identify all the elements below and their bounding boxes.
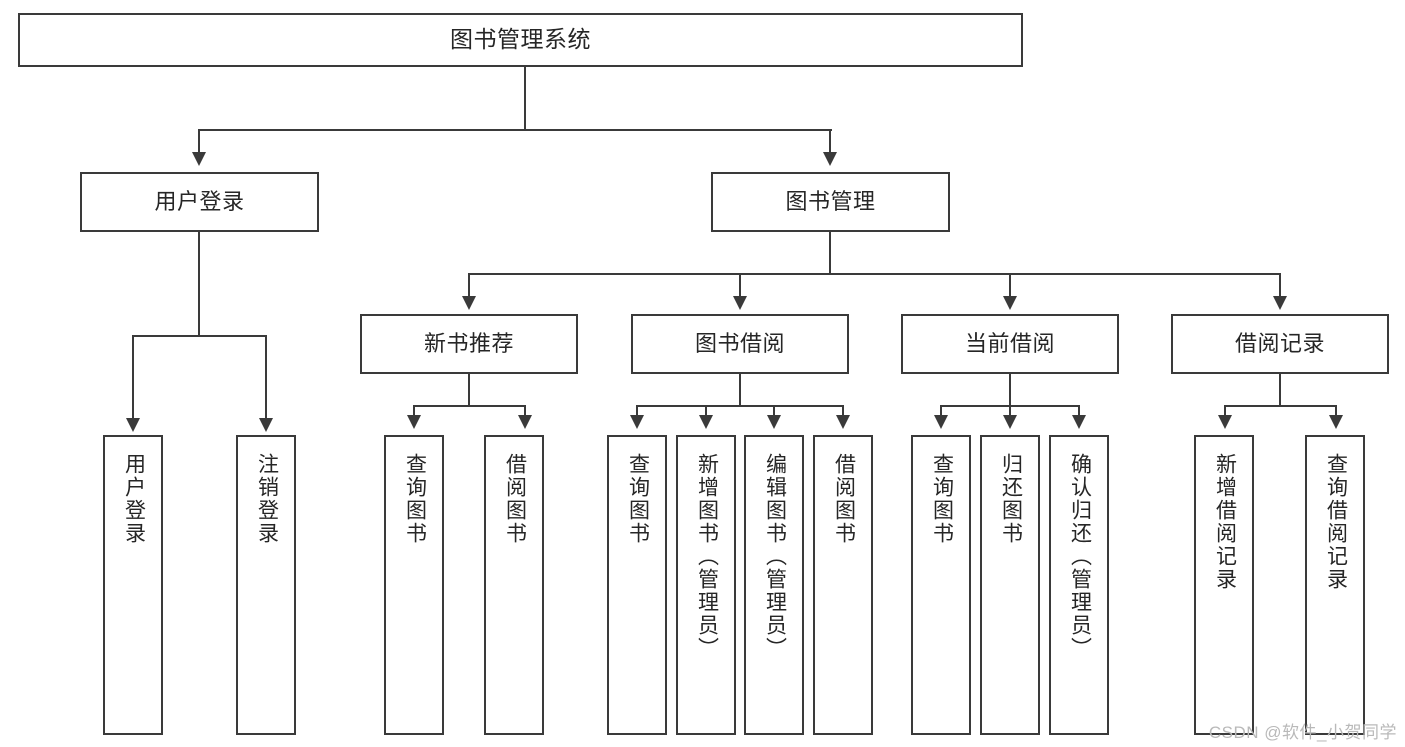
node-label: 查询借阅记录: [1324, 453, 1348, 591]
arrowhead-leaf-add-record: [1218, 415, 1232, 429]
node-label: 借阅图书: [832, 453, 856, 545]
arrowhead-new-book: [462, 296, 476, 310]
node-label: 用户登录: [122, 453, 146, 545]
connector-new-book-bus: [413, 405, 525, 407]
connector-to-current-borrow: [1009, 273, 1011, 298]
node-label: 查询图书: [403, 453, 427, 545]
node-label: 编辑图书（管理员）: [763, 453, 787, 660]
arrowhead-leaf-query-book-2: [630, 415, 644, 429]
node-label: 图书借阅: [694, 330, 785, 356]
node-label: 用户登录: [154, 188, 245, 214]
node-label: 当前借阅: [964, 330, 1055, 356]
connector-borrow-record-drop-1: [1224, 405, 1226, 417]
leaf-query-borrow-record[interactable]: 查询借阅记录: [1305, 435, 1365, 735]
connector-current-borrow-drop-1: [940, 405, 942, 417]
arrowhead-borrow-record: [1273, 296, 1287, 310]
connector-new-book-drop-1: [413, 405, 415, 417]
leaf-confirm-return-admin[interactable]: 确认归还（管理员）: [1049, 435, 1109, 735]
connector-book-borrow-drop-3: [773, 405, 775, 417]
node-label: 新书推荐: [423, 330, 514, 356]
leaf-edit-book-admin[interactable]: 编辑图书（管理员）: [744, 435, 804, 735]
leaf-query-book-borrow[interactable]: 查询图书: [607, 435, 667, 735]
connector-new-book-drop-2: [524, 405, 526, 417]
arrowhead-leaf-edit-book: [767, 415, 781, 429]
arrowhead-leaf-add-book: [699, 415, 713, 429]
connector-user-login-drop-2: [265, 335, 267, 420]
arrowhead-leaf-logout: [259, 418, 273, 432]
node-label: 确认归还（管理员）: [1068, 453, 1092, 660]
arrowhead-current-borrow: [1003, 296, 1017, 310]
leaf-query-book-current[interactable]: 查询图书: [911, 435, 971, 735]
connector-book-borrow-drop-4: [842, 405, 844, 417]
leaf-return-book[interactable]: 归还图书: [980, 435, 1040, 735]
connector-user-login-stem: [198, 232, 200, 336]
node-root-system[interactable]: 图书管理系统: [18, 13, 1023, 67]
connector-root-bus: [198, 129, 832, 131]
arrowhead-book-borrow: [733, 296, 747, 310]
connector-current-borrow-stem: [1009, 374, 1011, 406]
node-label: 新增图书（管理员）: [695, 453, 719, 660]
connector-to-borrow-record: [1279, 273, 1281, 298]
node-user-login[interactable]: 用户登录: [80, 172, 319, 232]
node-borrow-record[interactable]: 借阅记录: [1171, 314, 1389, 374]
connector-root-to-book-mgmt: [829, 129, 831, 154]
connector-root-stem: [524, 67, 526, 130]
node-label: 借阅图书: [503, 453, 527, 545]
node-label: 查询图书: [930, 453, 954, 545]
connector-book-borrow-stem: [739, 374, 741, 406]
connector-book-mgmt-bus: [468, 273, 1280, 275]
node-book-borrow[interactable]: 图书借阅: [631, 314, 849, 374]
node-label: 图书管理系统: [450, 26, 591, 53]
node-label: 注销登录: [255, 453, 279, 545]
node-label: 图书管理: [785, 188, 876, 214]
connector-book-borrow-drop-2: [705, 405, 707, 417]
leaf-borrow-book[interactable]: 借阅图书: [813, 435, 873, 735]
connector-to-new-book: [468, 273, 470, 298]
node-book-management[interactable]: 图书管理: [711, 172, 950, 232]
arrowhead-leaf-confirm-return: [1072, 415, 1086, 429]
connector-borrow-record-drop-2: [1335, 405, 1337, 417]
connector-to-book-borrow: [739, 273, 741, 298]
connector-current-borrow-drop-2: [1009, 405, 1011, 417]
connector-user-login-bus: [132, 335, 267, 337]
arrowhead-book-mgmt: [823, 152, 837, 166]
connector-book-borrow-bus: [636, 405, 844, 407]
arrowhead-user-login: [192, 152, 206, 166]
connector-book-mgmt-stem: [829, 232, 831, 274]
connector-new-book-stem: [468, 374, 470, 406]
leaf-add-book-admin[interactable]: 新增图书（管理员）: [676, 435, 736, 735]
leaf-user-login[interactable]: 用户登录: [103, 435, 163, 735]
arrowhead-leaf-borrow-book-2: [836, 415, 850, 429]
connector-current-borrow-drop-3: [1078, 405, 1080, 417]
node-label: 借阅记录: [1234, 330, 1325, 356]
arrowhead-leaf-borrow-book-1: [518, 415, 532, 429]
node-label: 归还图书: [999, 453, 1023, 545]
leaf-query-book-new-recommend[interactable]: 查询图书: [384, 435, 444, 735]
connector-book-borrow-drop-1: [636, 405, 638, 417]
connector-user-login-drop-1: [132, 335, 134, 420]
connector-root-to-user-login: [198, 129, 200, 154]
leaf-add-borrow-record[interactable]: 新增借阅记录: [1194, 435, 1254, 735]
node-new-book-recommend[interactable]: 新书推荐: [360, 314, 578, 374]
leaf-logout[interactable]: 注销登录: [236, 435, 296, 735]
node-label: 新增借阅记录: [1213, 453, 1237, 591]
arrowhead-leaf-query-book-1: [407, 415, 421, 429]
node-current-borrow[interactable]: 当前借阅: [901, 314, 1119, 374]
leaf-borrow-book-new-recommend[interactable]: 借阅图书: [484, 435, 544, 735]
arrowhead-leaf-query-book-3: [934, 415, 948, 429]
arrowhead-leaf-return-book: [1003, 415, 1017, 429]
connector-borrow-record-bus: [1224, 405, 1336, 407]
arrowhead-leaf-user-login: [126, 418, 140, 432]
connector-borrow-record-stem: [1279, 374, 1281, 406]
csdn-watermark: CSDN @软件_小贺同学: [1208, 723, 1397, 742]
arrowhead-leaf-query-record: [1329, 415, 1343, 429]
node-label: 查询图书: [626, 453, 650, 545]
